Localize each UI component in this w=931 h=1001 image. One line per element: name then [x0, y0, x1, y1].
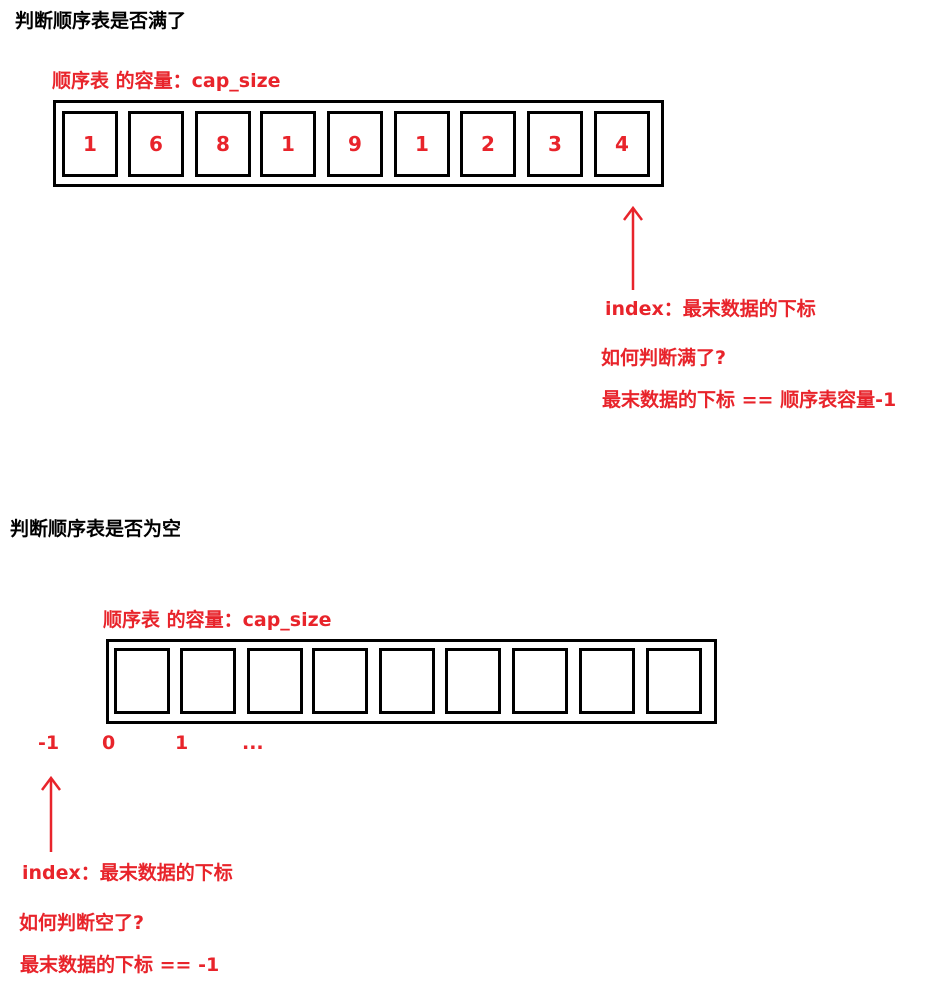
empty-cell: [646, 648, 702, 714]
empty-question: 如何判断空了?: [19, 912, 145, 934]
full-condition: 最末数据的下标 == 顺序表容量-1: [602, 389, 897, 411]
empty-cell: [579, 648, 635, 714]
empty-capacity-label: 顺序表 的容量：cap_size: [103, 609, 332, 631]
empty-index-label: index：最末数据的下标: [22, 862, 233, 884]
full-cell-value: 1: [83, 132, 97, 156]
empty-condition: 最末数据的下标 == -1: [20, 954, 220, 976]
empty-cell: [114, 648, 170, 714]
empty-cell: [312, 648, 368, 714]
full-question: 如何判断满了?: [601, 347, 727, 369]
full-section-title: 判断顺序表是否满了: [15, 10, 187, 32]
empty-cell: [180, 648, 236, 714]
full-cell: 3: [527, 111, 583, 177]
empty-index-ellipsis: ...: [242, 732, 264, 754]
empty-cell: [247, 648, 303, 714]
full-cell-value: 6: [149, 132, 163, 156]
full-cell: 6: [128, 111, 184, 177]
empty-index-one: 1: [175, 732, 189, 754]
full-array-frame: [53, 100, 664, 187]
empty-array-frame: [106, 639, 717, 724]
full-cell-value: 9: [348, 132, 362, 156]
full-cell: 8: [195, 111, 251, 177]
full-cell: 4: [594, 111, 650, 177]
full-cell-value: 3: [548, 132, 562, 156]
empty-cell: [512, 648, 568, 714]
full-cell: 1: [62, 111, 118, 177]
full-cell-value: 4: [615, 132, 629, 156]
full-index-arrow-icon: [623, 205, 643, 290]
full-cell: 2: [460, 111, 516, 177]
full-cell: 1: [260, 111, 316, 177]
full-cell: 1: [394, 111, 450, 177]
full-cell-value: 1: [415, 132, 429, 156]
empty-section-title: 判断顺序表是否为空: [10, 518, 182, 540]
empty-index-arrow-icon: [41, 775, 61, 852]
empty-index-zero: 0: [102, 732, 116, 754]
full-cell-value: 2: [481, 132, 495, 156]
full-cell: 9: [327, 111, 383, 177]
full-capacity-label: 顺序表 的容量：cap_size: [52, 70, 281, 92]
full-cell-value: 1: [281, 132, 295, 156]
empty-cell: [445, 648, 501, 714]
full-cell-value: 8: [216, 132, 230, 156]
empty-index-minus-one: -1: [38, 732, 60, 754]
empty-cell: [379, 648, 435, 714]
full-index-label: index：最末数据的下标: [605, 298, 816, 320]
